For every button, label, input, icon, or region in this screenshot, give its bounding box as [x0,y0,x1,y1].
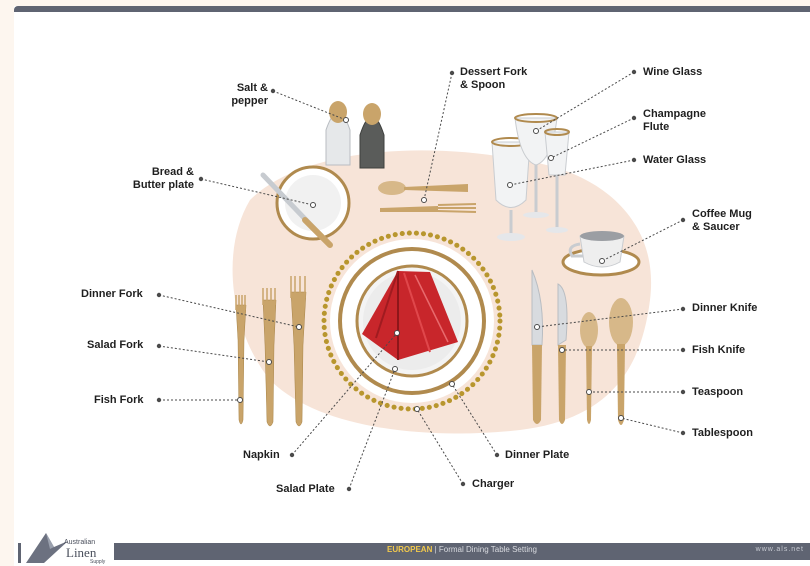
label-salt-pepper: Salt & pepper [218,82,268,108]
logo-line3: Supply [90,559,105,565]
label-bread-butter-plate: Bread & Butter plate [106,166,194,192]
label-dinner-knife: Dinner Knife [692,302,757,315]
label-charger: Charger [472,478,514,491]
label-teaspoon: Teaspoon [692,386,743,399]
label-coffee-mug-saucer: Coffee Mug & Saucer [692,208,752,234]
label-dessert-fork-spoon: Dessert Fork & Spoon [460,66,527,92]
logo-bar [18,543,21,563]
footer-site: www.als.net [756,546,804,553]
footer-title: EUROPEAN | Formal Dining Table Setting [114,545,810,554]
brand-logo: Australian Linen Supply [18,527,114,566]
label-dinner-fork: Dinner Fork [81,288,143,301]
label-salad-fork: Salad Fork [87,339,143,352]
label-salad-plate: Salad Plate [276,483,335,496]
label-dinner-plate: Dinner Plate [505,449,569,462]
footer-bar: EUROPEAN | Formal Dining Table Setting w… [114,543,810,560]
label-fish-knife: Fish Knife [692,344,745,357]
label-tablespoon: Tablespoon [692,427,753,440]
footer-title-rest: | Formal Dining Table Setting [432,545,537,554]
label-fish-fork: Fish Fork [94,394,144,407]
footer-title-bold: EUROPEAN [387,545,432,554]
label-water-glass: Water Glass [643,154,706,167]
label-champagne-flute: Champagne Flute [643,108,706,134]
label-wine-glass: Wine Glass [643,66,702,79]
label-napkin: Napkin [243,449,280,462]
